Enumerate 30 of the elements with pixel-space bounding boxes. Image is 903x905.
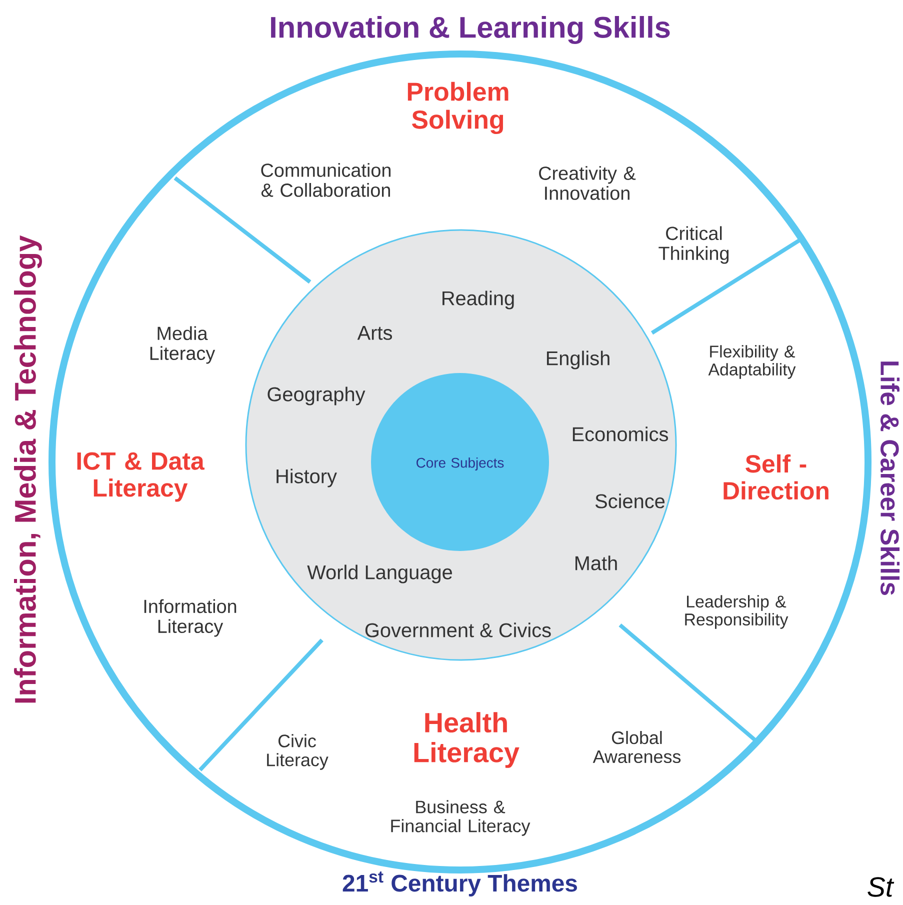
skill-label: Creativity & Innovation xyxy=(539,166,636,200)
ring-title: Life & Career Skills xyxy=(880,362,900,595)
section-heading: Health Literacy xyxy=(414,712,520,768)
cut-off-text: St xyxy=(868,877,894,897)
skill-label: Information Literacy xyxy=(144,599,236,637)
skill-label: Media Literacy xyxy=(150,326,216,364)
skill-label: Business & Financial Literacy xyxy=(391,800,530,836)
subject-label: World Language xyxy=(307,564,452,584)
subject-label: Reading xyxy=(442,290,514,310)
skill-label: Flexibility & Adaptability xyxy=(708,345,796,379)
section-heading: Problem Solving xyxy=(408,82,508,134)
ring-title: Innovation & Learning Skills xyxy=(271,16,670,44)
section-heading: Self - Direction xyxy=(724,454,828,500)
skill-label: Civic Literacy xyxy=(267,734,328,770)
subject-label: History xyxy=(276,468,337,488)
subject-label: Economics xyxy=(572,426,668,442)
section-heading: ICT & Data Literacy xyxy=(77,452,204,502)
subject-label: Geography xyxy=(268,386,366,406)
skill-label: Critical Thinking xyxy=(658,226,729,264)
subject-label: Science xyxy=(595,494,665,508)
subject-label: Math xyxy=(576,556,617,570)
ring-title: 21$^{st}$ Century Themes xyxy=(342,872,577,896)
skill-label: Leadership & Responsibility xyxy=(685,595,788,629)
skill-label: Global Awareness xyxy=(592,730,681,764)
ring-title: Information, Media & Technology xyxy=(14,235,42,703)
subject-label: Arts xyxy=(357,326,392,340)
subject-label: English xyxy=(546,350,610,370)
skill-label: Communication & Collaboration xyxy=(261,163,390,197)
subject-label: Government & Civics xyxy=(365,622,551,638)
core-label: Core Subjects xyxy=(416,458,504,470)
